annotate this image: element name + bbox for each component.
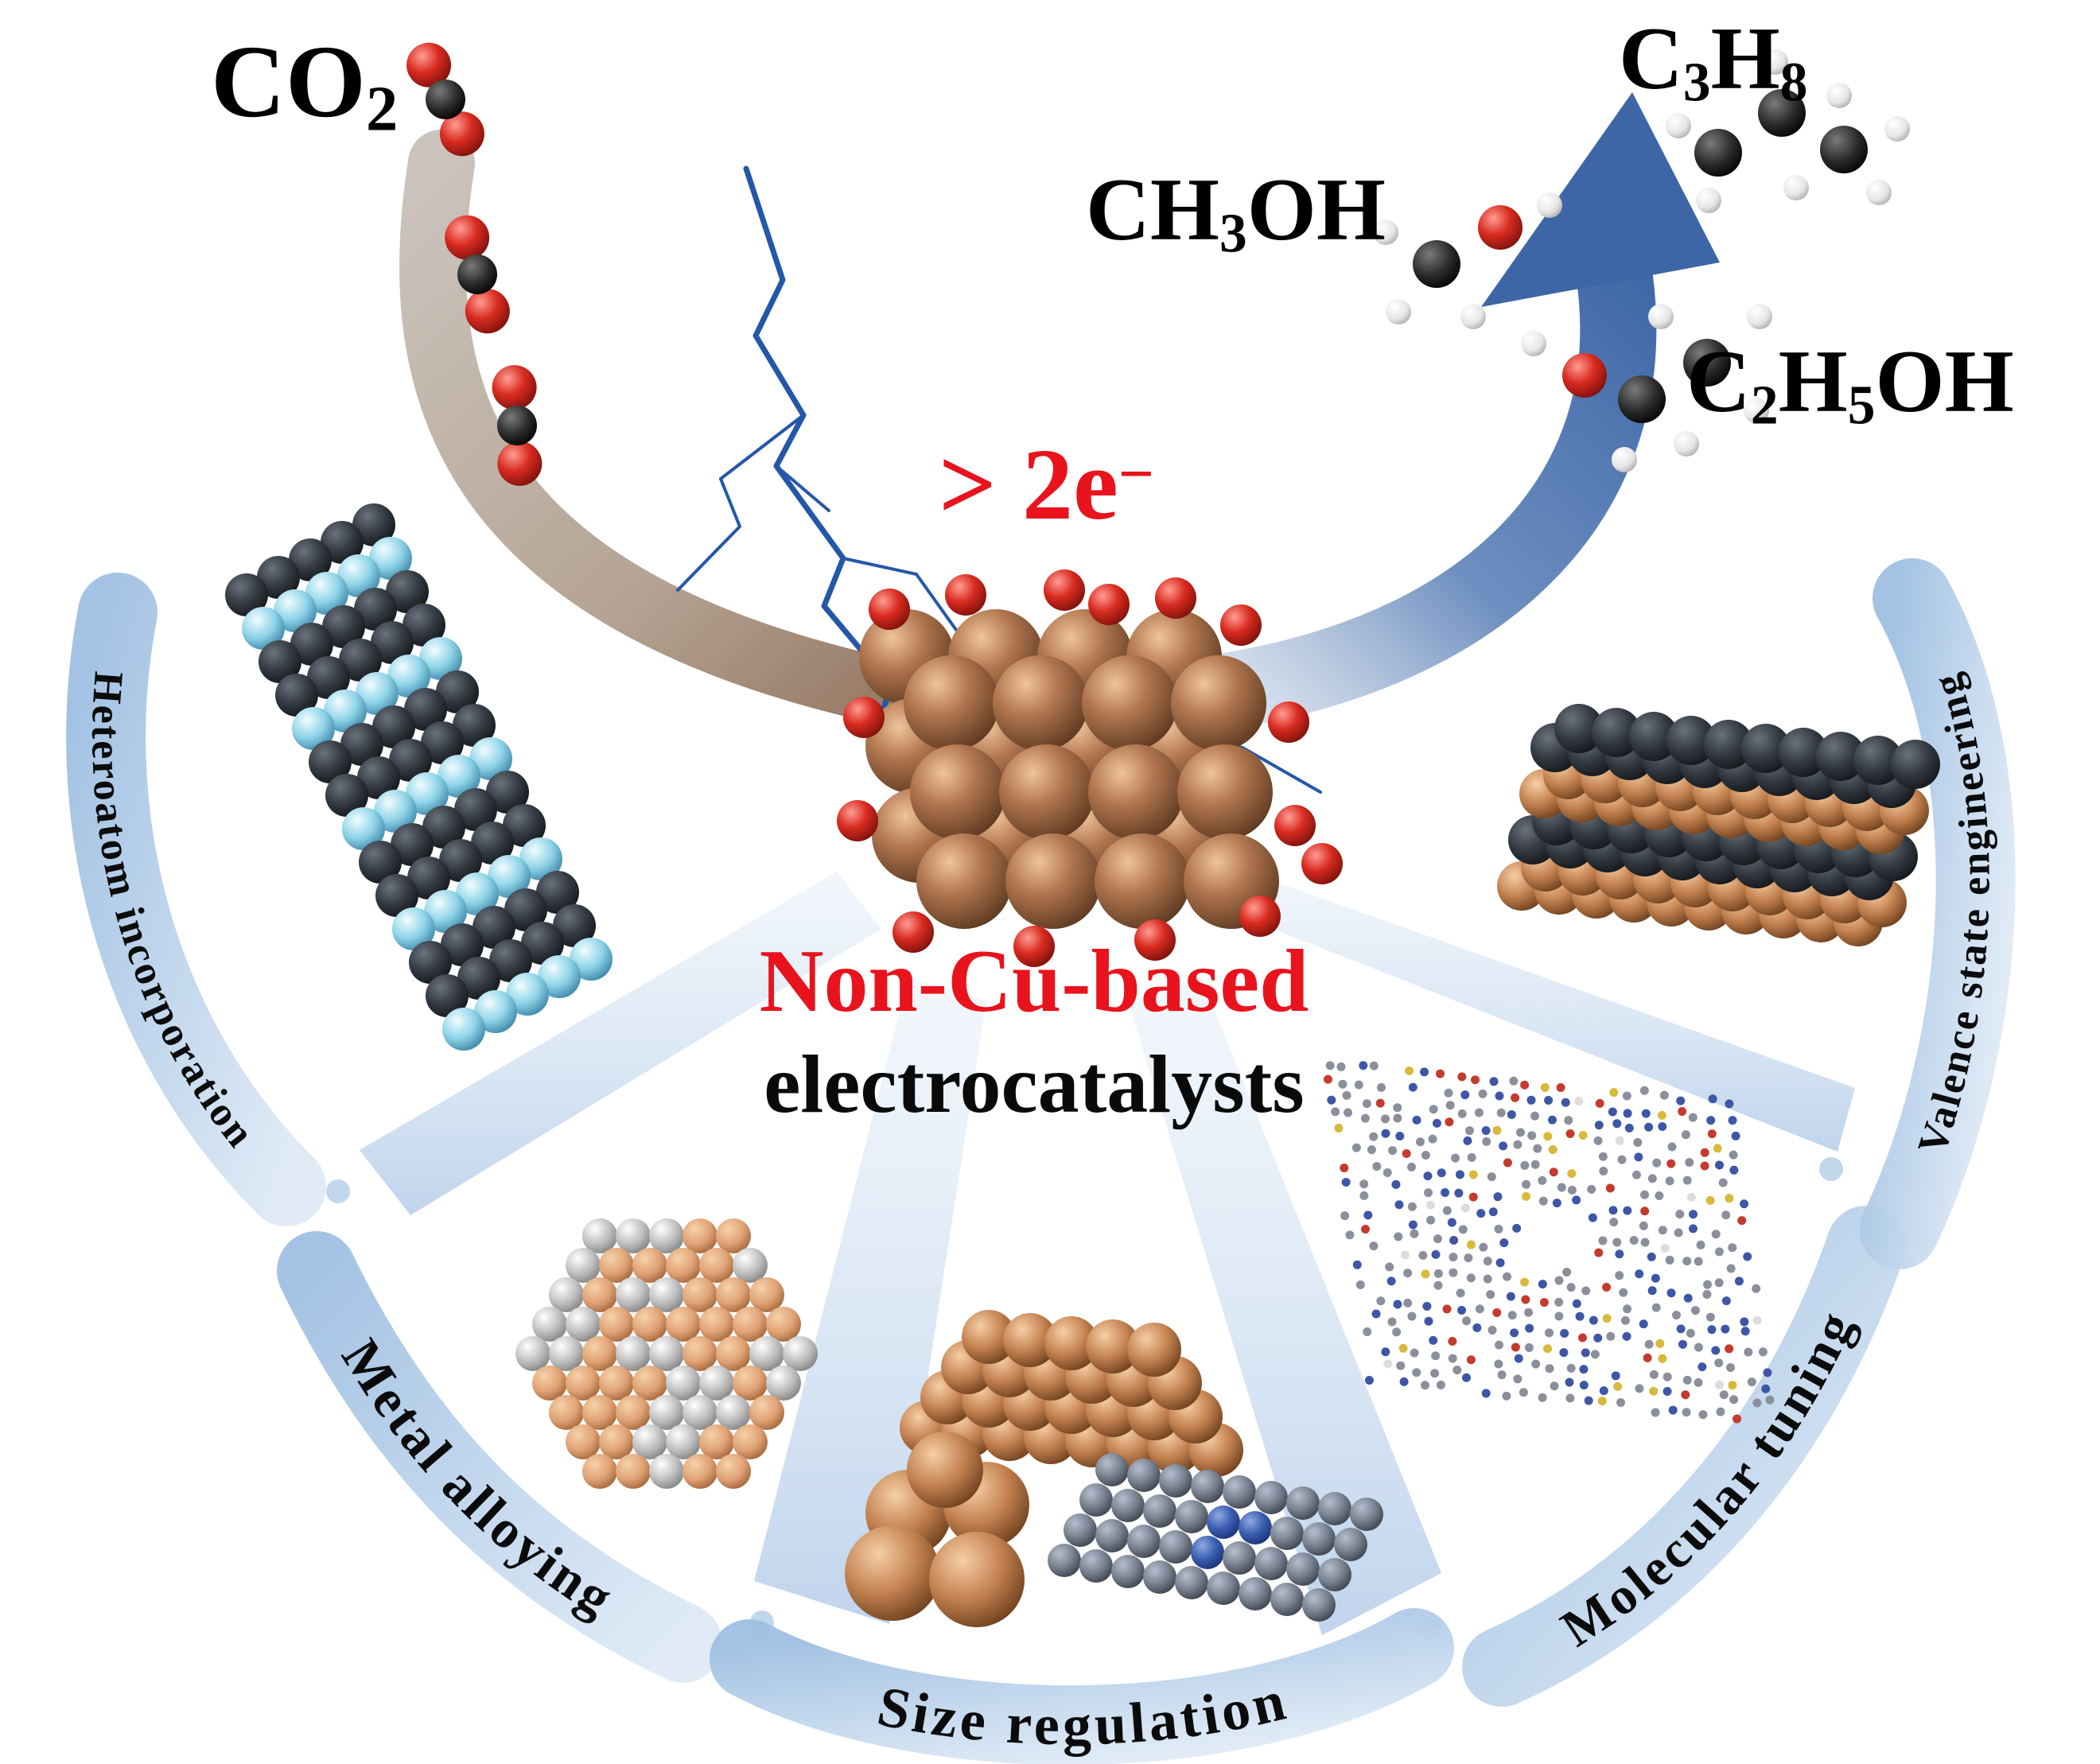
catalyst-cluster xyxy=(837,569,1343,967)
valence-structure xyxy=(1497,704,1940,946)
co2-subscript: 2 xyxy=(366,73,399,145)
band-heteroatom xyxy=(66,573,326,1226)
co2-to-catalyst-arrow xyxy=(399,130,980,737)
atom-lattice xyxy=(1048,1453,1383,1622)
title-line2: electrocatalysts xyxy=(764,1039,1305,1130)
beam-dot xyxy=(1819,1157,1843,1181)
co2-label: CO2 xyxy=(211,30,398,142)
alloy-nanoparticle xyxy=(515,1218,818,1489)
c3h8-label: C3H8 xyxy=(1619,10,1808,114)
band-molecular-tuning xyxy=(1462,1206,1906,1707)
product-arrowhead xyxy=(1481,92,1720,307)
light-beams xyxy=(326,861,1855,1641)
ch3oh-label: CH3OH xyxy=(1086,161,1386,265)
heteroatom-structure xyxy=(225,503,612,1051)
copper-cluster xyxy=(845,1432,1029,1627)
mof-structure xyxy=(1323,1061,1775,1424)
beam-dot xyxy=(326,1179,350,1203)
co2-text: CO xyxy=(211,25,366,139)
band-size-regulation xyxy=(710,1608,1454,1764)
title-line1: Non-Cu-based xyxy=(759,932,1309,1031)
catalyst-to-products-arrow xyxy=(1131,240,1657,736)
co2-molecules xyxy=(406,42,542,486)
c2h5oh-label: C2H5OH xyxy=(1686,332,2014,437)
electron-transfer-label: > 2e− xyxy=(939,428,1154,541)
copper-pyramid xyxy=(900,1310,1243,1477)
product-molecules xyxy=(1373,49,1910,472)
band-valence xyxy=(1860,558,2016,1269)
band-metal-alloying xyxy=(277,1231,722,1683)
